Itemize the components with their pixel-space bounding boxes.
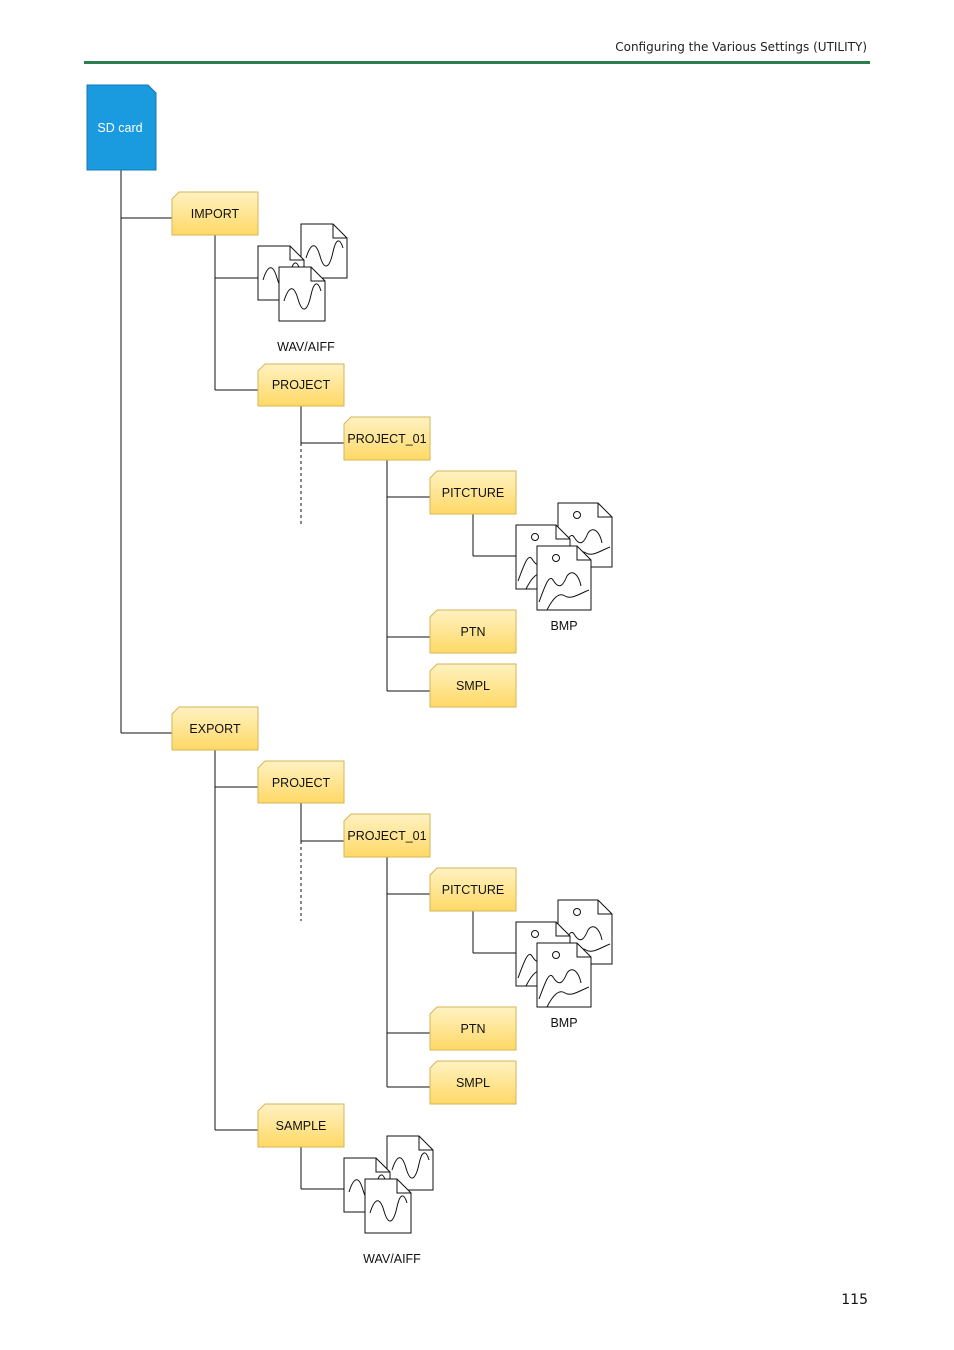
folder-export-project[interactable]: PROJECT (257, 760, 345, 804)
bmp-file-icon (516, 503, 612, 610)
folder-import-picture[interactable]: PITCTURE (429, 470, 517, 515)
import-bmp-label: BMP (550, 619, 577, 633)
folder-import-project-01[interactable]: PROJECT_01 (343, 416, 431, 461)
folder-export-sample-label: SAMPLE (276, 1119, 327, 1133)
folder-import-ptn[interactable]: PTN (429, 609, 517, 654)
page-header: Configuring the Various Settings (UTILIT… (615, 40, 867, 54)
wav-file-icon (258, 224, 347, 321)
folder-export[interactable]: EXPORT (171, 706, 259, 751)
folder-export-ptn[interactable]: PTN (429, 1006, 517, 1051)
wav-file-icon (344, 1136, 433, 1233)
folder-export-project-label: PROJECT (272, 776, 331, 790)
folder-import-project-label: PROJECT (272, 378, 331, 392)
bmp-file-icon (516, 900, 612, 1007)
folder-export-picture-label: PITCTURE (442, 883, 505, 897)
folder-import-ptn-label: PTN (461, 625, 486, 639)
folder-import-project-01-label: PROJECT_01 (347, 432, 426, 446)
folder-import-project[interactable]: PROJECT (257, 363, 345, 407)
export-files-label: WAV/AIFF (363, 1252, 421, 1266)
export-bmp-label: BMP (550, 1016, 577, 1030)
import-files-label: WAV/AIFF (277, 340, 335, 354)
page-number: 115 (841, 1292, 868, 1308)
sd-card-label: SD card (97, 121, 142, 135)
folder-import-picture-label: PITCTURE (442, 486, 505, 500)
folder-export-project-01[interactable]: PROJECT_01 (343, 813, 431, 858)
header-rule (84, 61, 870, 64)
folder-export-sample[interactable]: SAMPLE (257, 1103, 345, 1148)
folder-import-label: IMPORT (191, 207, 240, 221)
connector-lines (120, 170, 516, 1190)
folder-export-project-01-label: PROJECT_01 (347, 829, 426, 843)
folder-import-smpl-label: SMPL (456, 679, 490, 693)
folder-export-label: EXPORT (189, 722, 241, 736)
folder-import-smpl[interactable]: SMPL (429, 663, 517, 708)
folder-import[interactable]: IMPORT (171, 191, 259, 236)
folder-export-smpl[interactable]: SMPL (429, 1060, 517, 1105)
sd-card-icon: SD card (86, 84, 157, 171)
folder-export-picture[interactable]: PITCTURE (429, 867, 517, 912)
folder-export-ptn-label: PTN (461, 1022, 486, 1036)
folder-export-smpl-label: SMPL (456, 1076, 490, 1090)
